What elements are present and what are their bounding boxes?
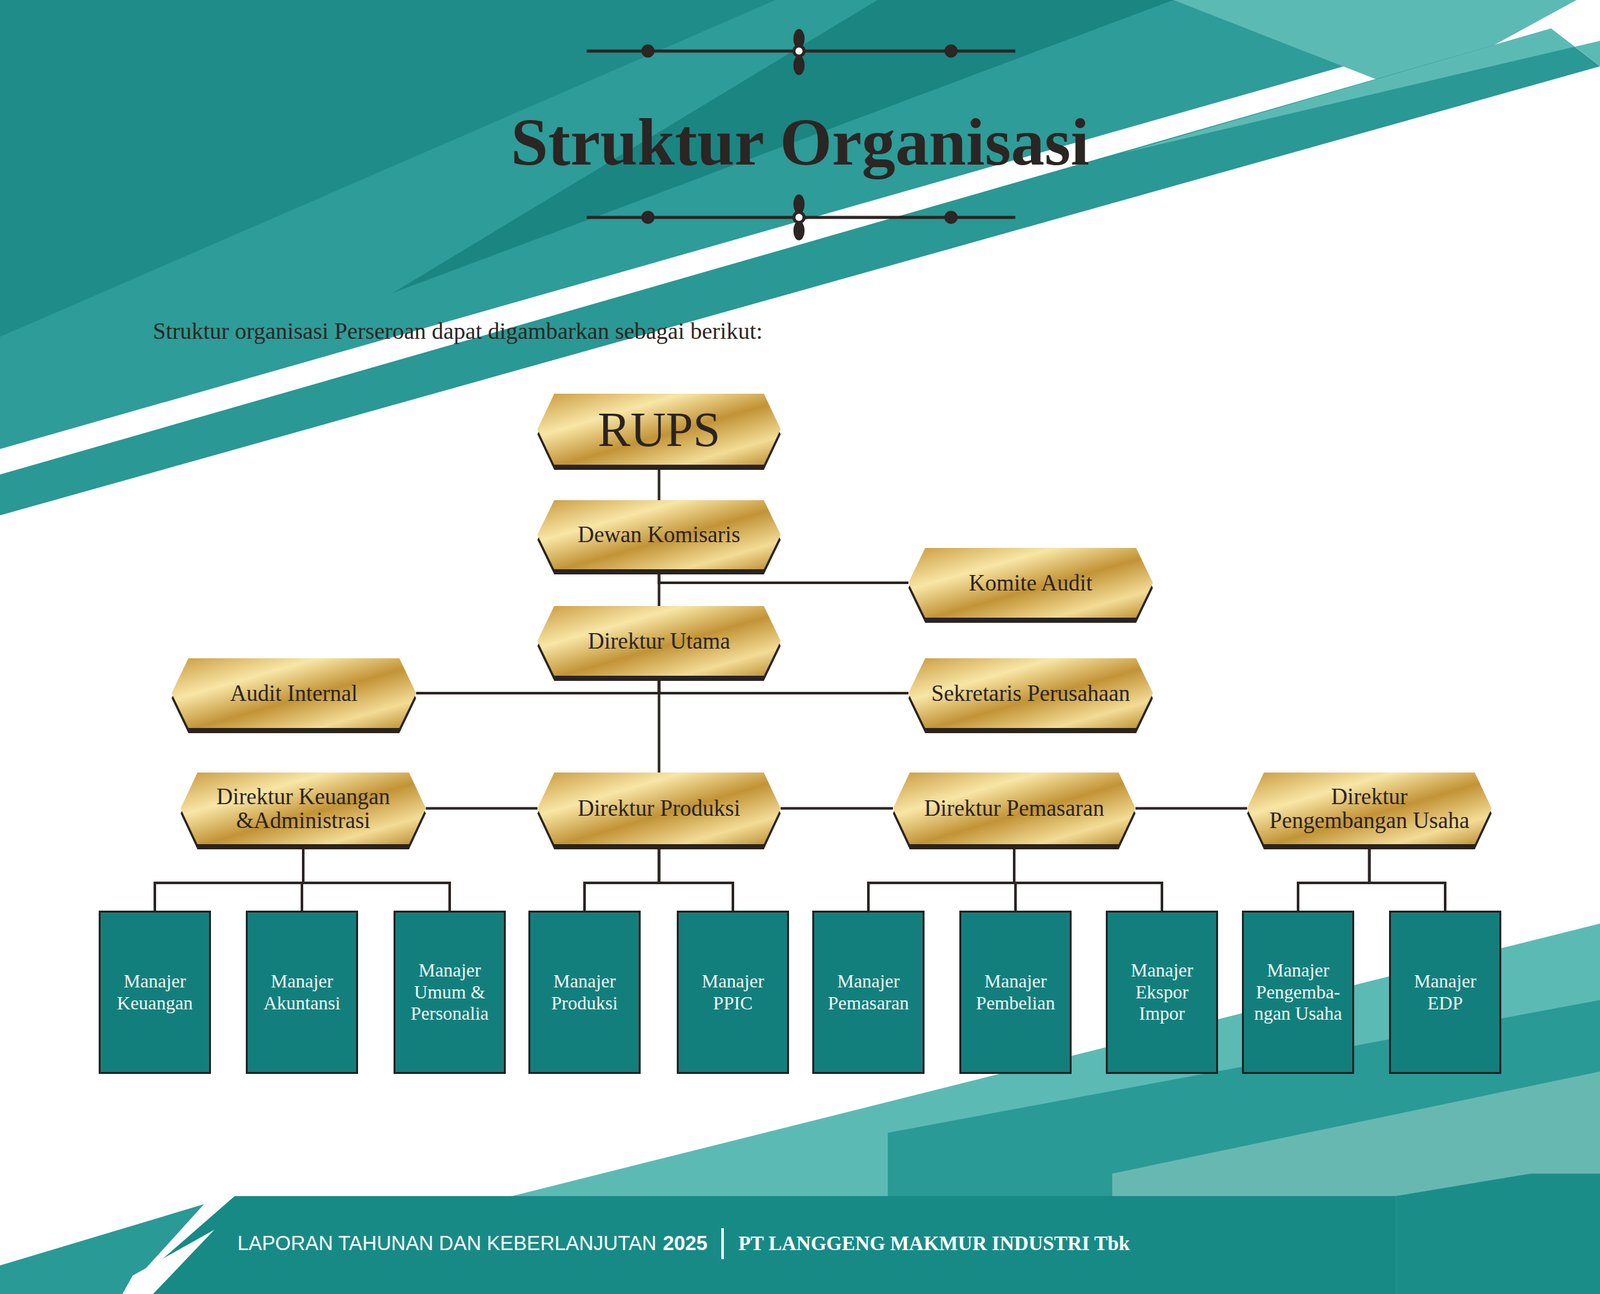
- node-label: Manajer Keuangan: [105, 970, 204, 1014]
- node-label: Direktur Pemasaran: [924, 796, 1105, 821]
- connector-line: [868, 843, 1015, 911]
- node-text-wrap: Manajer Pembelian: [961, 912, 1070, 1072]
- connector-line: [154, 843, 304, 911]
- node-label: Direktur Pengembangan Usaha: [1269, 785, 1470, 833]
- gold-hexagon-box: Direktur Pengembangan Usaha: [1247, 772, 1492, 850]
- footer-separator: [721, 1227, 724, 1259]
- node-label: Manajer Pemasaran: [819, 970, 918, 1014]
- teal-band: [0, 0, 1577, 450]
- gold-hexagon-box: RUPS: [537, 393, 781, 470]
- manager-box: Manajer Pembelian: [959, 910, 1072, 1074]
- title: Struktur Organisasi: [0, 103, 1600, 180]
- node-text-wrap: Dewan Komisaris: [537, 500, 781, 575]
- manager-box: Manajer Produksi: [528, 910, 641, 1074]
- node-text-wrap: Direktur Pemasaran: [892, 772, 1136, 850]
- hexagon-fill: [171, 658, 417, 728]
- node-text-wrap: Manajer Akuntansi: [247, 912, 357, 1072]
- manager-box: Manajer Ekspor Impor: [1105, 910, 1219, 1074]
- node-text-wrap: Manajer Keuangan: [100, 912, 210, 1072]
- connector-line: [658, 675, 661, 773]
- connector-line: [425, 807, 538, 810]
- hexagon-fill: [180, 772, 426, 844]
- hexagon-fill: [537, 393, 781, 465]
- node-label: Dewan Komisaris: [578, 523, 741, 548]
- footer-band: [122, 1195, 1397, 1294]
- hexagon-fill: [1247, 772, 1492, 844]
- gold-hexagon-box: Direktur Produksi: [537, 772, 781, 850]
- node-text-wrap: RUPS: [537, 393, 781, 470]
- connector-line: [1298, 843, 1370, 911]
- node-text-wrap: Direktur Utama: [537, 605, 781, 681]
- gold-hexagon-box: Direktur Keuangan &Administrasi: [180, 772, 426, 850]
- manager-box: Manajer Umum & Personalia: [393, 910, 506, 1074]
- node-text-wrap: Manajer Ekspor Impor: [1107, 912, 1217, 1072]
- node-label: Manajer Produksi: [535, 970, 634, 1014]
- node-label: RUPS: [597, 403, 720, 456]
- manager-box: Manajer Pengemba- ngan Usaha: [1241, 910, 1355, 1074]
- connector-line: [584, 843, 660, 911]
- connector-line: [303, 843, 450, 911]
- footer-company: PT LANGGENG MAKMUR INDUSTRI Tbk: [738, 1231, 1130, 1255]
- connector-line: [1014, 843, 1162, 911]
- node-label: Manajer Pengemba- ngan Usaha: [1249, 959, 1348, 1024]
- teal-band: [0, 28, 1600, 515]
- node-label: Manajer Akuntansi: [252, 970, 351, 1014]
- node-text-wrap: Manajer PPIC: [678, 912, 788, 1072]
- gold-hexagon-box: Dewan Komisaris: [537, 500, 781, 575]
- gold-hexagon-box: Direktur Utama: [537, 605, 781, 681]
- footer: LAPORAN TAHUNAN DAN KEBERLANJUTAN2025 PT …: [237, 1229, 1130, 1258]
- node-label: Direktur Keuangan &Administrasi: [202, 785, 404, 833]
- intro-text: Struktur organisasi Perseroan dapat diga…: [152, 317, 763, 345]
- connector-line: [1369, 843, 1446, 911]
- manager-box: Manajer Akuntansi: [245, 910, 359, 1074]
- manager-box: Manajer PPIC: [676, 910, 790, 1074]
- hexagon-fill: [908, 547, 1153, 618]
- node-text-wrap: Sekretaris Perusahaan: [908, 658, 1153, 733]
- node-label: Manajer PPIC: [683, 970, 782, 1014]
- connector-line: [659, 843, 734, 911]
- node-label: Direktur Utama: [587, 629, 731, 654]
- node-text-wrap: Manajer Pemasaran: [814, 912, 923, 1072]
- connector-line: [1135, 807, 1248, 810]
- footer-text: LAPORAN TAHUNAN DAN KEBERLANJUTAN: [237, 1231, 657, 1255]
- node-label: Manajer Umum & Personalia: [400, 959, 499, 1024]
- hexagon-fill: [892, 772, 1136, 844]
- node-text-wrap: Audit Internal: [171, 658, 417, 733]
- node-text-wrap: Komite Audit: [908, 547, 1153, 623]
- node-label: Komite Audit: [969, 571, 1093, 596]
- manager-box: Manajer Keuangan: [98, 910, 211, 1074]
- teal-band: [1396, 1172, 1600, 1294]
- connector-line: [658, 464, 661, 500]
- hexagon-fill: [537, 772, 781, 844]
- node-text-wrap: Manajer Umum & Personalia: [395, 912, 504, 1072]
- node-label: Manajer Ekspor Impor: [1112, 959, 1211, 1024]
- node-text-wrap: Manajer Produksi: [530, 912, 639, 1072]
- teal-band: [1122, 28, 1600, 153]
- manager-box: Manajer EDP: [1389, 910, 1502, 1074]
- hexagon-fill: [537, 500, 781, 570]
- gold-hexagon-box: Direktur Pemasaran: [892, 772, 1136, 850]
- footer-year: 2025: [662, 1231, 708, 1255]
- gold-hexagon-box: Audit Internal: [171, 658, 417, 733]
- connector-line: [780, 807, 893, 810]
- node-label: Manajer Pembelian: [966, 970, 1065, 1014]
- manager-box: Manajer Pemasaran: [812, 910, 925, 1074]
- node-text-wrap: Direktur Produksi: [537, 772, 781, 850]
- gold-hexagon-box: Komite Audit: [908, 547, 1153, 623]
- node-label: Audit Internal: [230, 681, 358, 706]
- hexagon-fill: [537, 605, 781, 676]
- node-text-wrap: Direktur Keuangan &Administrasi: [180, 772, 426, 850]
- node-text-wrap: Manajer EDP: [1390, 912, 1500, 1072]
- node-label: Direktur Produksi: [578, 796, 741, 821]
- node-text-wrap: Manajer Pengemba- ngan Usaha: [1243, 912, 1353, 1072]
- node-label: Manajer EDP: [1396, 970, 1495, 1014]
- node-text-wrap: Direktur Pengembangan Usaha: [1247, 772, 1492, 850]
- node-label: Sekretaris Perusahaan: [930, 681, 1130, 706]
- hexagon-fill: [908, 658, 1153, 728]
- white-sliver: [122, 1229, 215, 1294]
- gold-hexagon-box: Sekretaris Perusahaan: [908, 658, 1153, 733]
